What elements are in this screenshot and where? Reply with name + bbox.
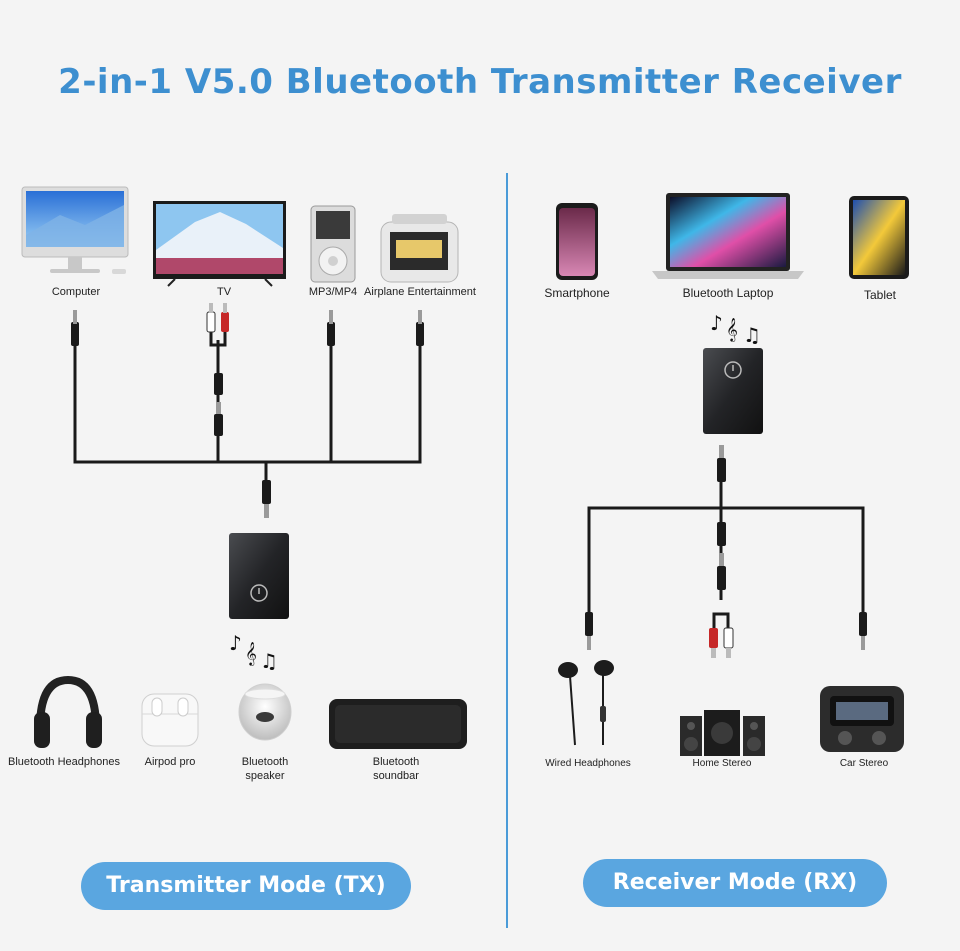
headphones-icon [34, 675, 102, 748]
home-stereo-icon [680, 710, 765, 756]
soundbar-icon [329, 699, 467, 749]
output-label-speaker: Bluetooth speaker [241, 756, 289, 782]
laptop-icon [652, 193, 804, 279]
output-label-headphones: Bluetooth Headphones [8, 756, 120, 768]
mp3-player-icon [310, 205, 356, 283]
tablet-icon [849, 196, 909, 279]
airpods-case-icon [141, 693, 199, 747]
rx-jacks [585, 445, 867, 658]
tv-icon [153, 201, 286, 287]
svg-text:♪: ♪ [229, 631, 242, 655]
output-label-wired-headphones: Wired Headphones [545, 758, 631, 769]
svg-text:♫: ♫ [260, 649, 278, 673]
airplane-screen-icon [380, 214, 459, 283]
source-label-tv: TV [216, 286, 232, 298]
speaker-icon [238, 683, 292, 741]
svg-text:♫: ♫ [743, 323, 761, 347]
smartphone-icon [556, 203, 598, 280]
tx-jacks [71, 303, 424, 518]
car-stereo-icon [820, 686, 904, 752]
music-notes-icon: ♪𝄞♫ [710, 311, 761, 347]
transmitter-box-icon [229, 533, 289, 619]
source-label-computer: Computer [51, 286, 101, 298]
source-label-tablet: Tablet [863, 288, 897, 302]
computer-icon [21, 186, 129, 274]
output-label-airpods: Airpod pro [144, 756, 196, 768]
svg-text:♪: ♪ [710, 311, 723, 335]
tx-cables [73, 330, 422, 480]
transmitter-mode-badge: Transmitter Mode (TX) [81, 862, 411, 910]
receiver-box-icon [703, 348, 763, 434]
wired-earphones-icon [558, 660, 614, 746]
source-label-laptop: Bluetooth Laptop [682, 286, 774, 300]
svg-text:𝄞: 𝄞 [726, 317, 738, 342]
output-label-home-stereo: Home Stereo [692, 758, 752, 769]
receiver-mode-badge: Receiver Mode (RX) [583, 859, 887, 907]
output-label-soundbar: Bluetooth soundbar [372, 756, 420, 782]
svg-text:𝄞: 𝄞 [245, 641, 257, 666]
page-title: 2-in-1 V5.0 Bluetooth Transmitter Receiv… [58, 62, 902, 102]
source-label-smartphone: Smartphone [544, 286, 610, 300]
source-label-airplane: Airplane Entertainment [364, 286, 476, 298]
source-label-mp3: MP3/MP4 [308, 286, 358, 298]
music-notes-icon: ♪𝄞♫ [229, 631, 278, 673]
output-label-car-stereo: Car Stereo [839, 758, 889, 769]
